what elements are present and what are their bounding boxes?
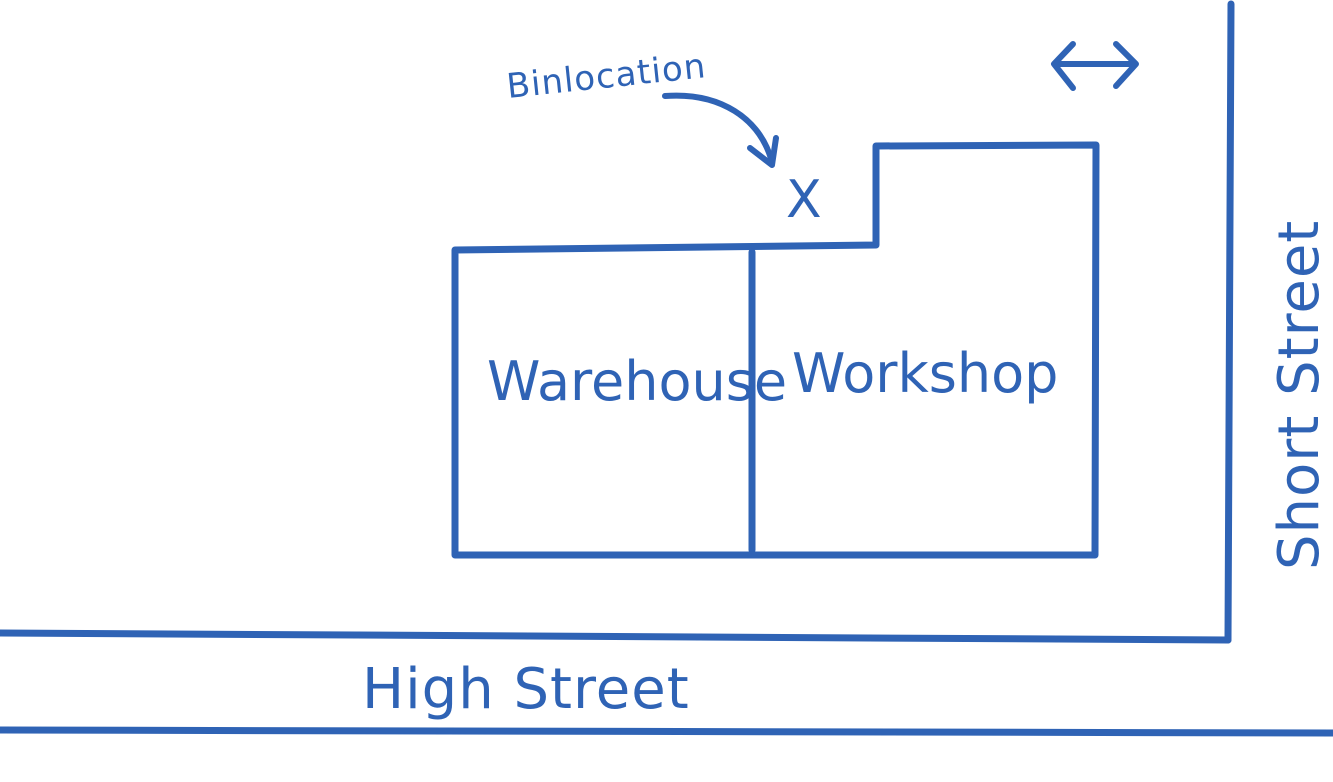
bin-location-pointer: [662, 92, 775, 165]
building-outline: [451, 141, 1100, 559]
short-street-label: Short Street: [1267, 220, 1332, 570]
short-street-west-edge: [1224, 0, 1235, 644]
high-street-label: High Street: [362, 657, 690, 722]
workshop-label: Workshop: [792, 342, 1058, 405]
high-street-north-edge: [0, 629, 1232, 644]
double-headed-arrow-icon: [1051, 41, 1139, 91]
bin-marker: X: [786, 170, 822, 230]
high-street-south-edge: [0, 726, 1333, 737]
bin-location-pointer-head: [747, 135, 779, 168]
warehouse-label: Warehouse: [487, 350, 787, 413]
